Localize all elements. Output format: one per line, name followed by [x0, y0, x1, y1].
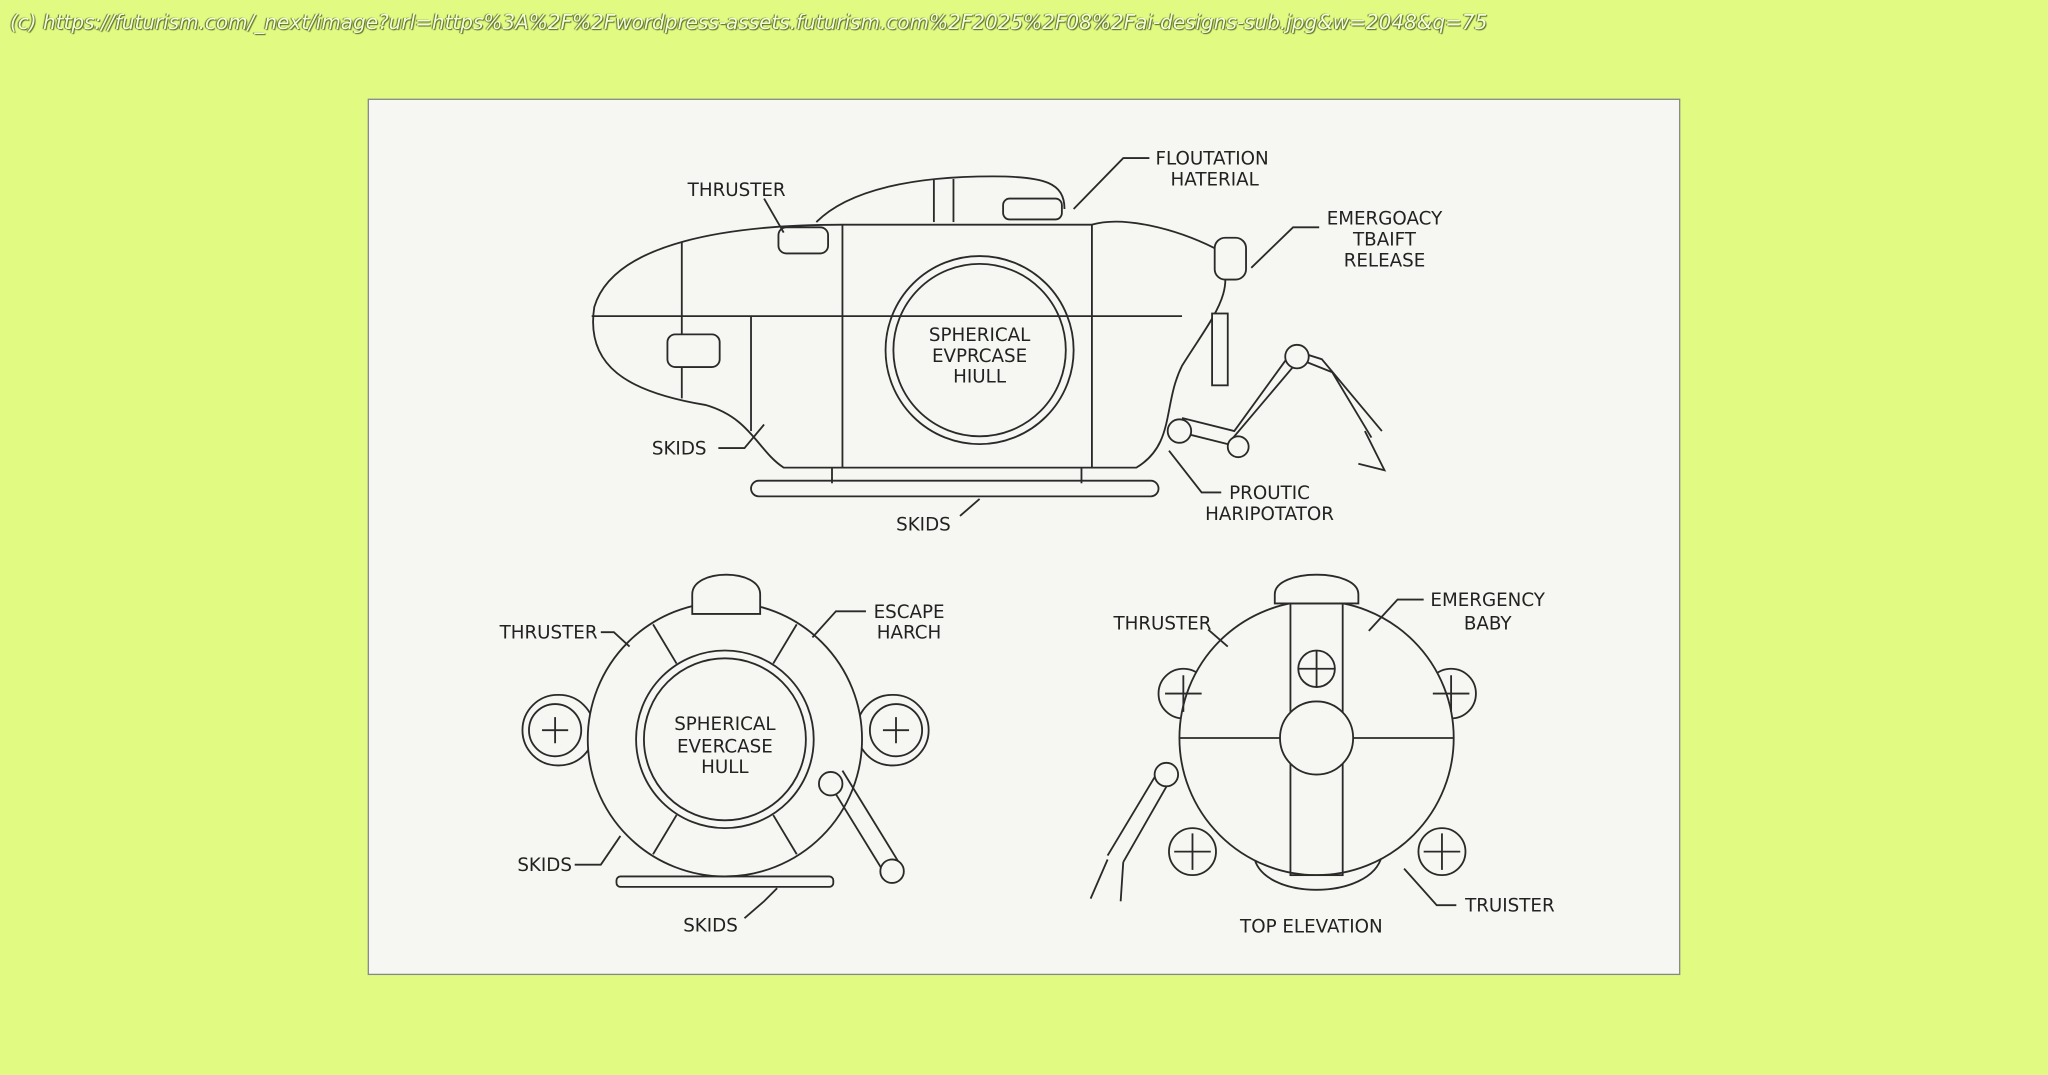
- label-hull-3: HIULL: [953, 367, 1007, 388]
- label-emergency: EMERGOACY: [1327, 209, 1443, 230]
- label-emergency: EMERGENCY: [1430, 590, 1545, 611]
- top-view: THRUSTER EMERGENCY BABY TOP ELEVATION TR…: [1089, 573, 1555, 938]
- label-floatation-2: HATERIAL: [1171, 170, 1260, 191]
- label-thruster: THRUSTER: [1112, 614, 1211, 635]
- label-emergency-2: BABY: [1464, 614, 1513, 635]
- label-hull: SPHERICAL: [674, 714, 776, 735]
- label-hull-2: EVPRCASE: [932, 346, 1027, 367]
- label-hatch: ESCAPE: [874, 602, 945, 623]
- source-caption: (c) https://futurism.com/_next/image?url…: [10, 10, 1488, 34]
- label-truister: TRUISTER: [1464, 896, 1555, 917]
- label-skids-bottom: SKIDS: [896, 514, 951, 535]
- label-hull: SPHERICAL: [929, 325, 1031, 346]
- label-manipulator-2: HARIPOTATOR: [1205, 504, 1334, 525]
- label-floatation: FLOUTATION: [1155, 149, 1268, 170]
- label-skids-bottom: SKIDS: [683, 915, 738, 936]
- label-top-elevation: TOP ELEVATION: [1239, 917, 1383, 938]
- label-emergency-2: TBAIFT: [1352, 230, 1417, 251]
- porthole: [884, 255, 1075, 446]
- label-skids: SKIDS: [652, 439, 707, 460]
- front-view: THRUSTER ESCAPE HARCH SPHERICAL EVERCASE…: [499, 573, 945, 936]
- label-emergency-3: RELEASE: [1344, 250, 1426, 271]
- label-hull-2: EVERCASE: [677, 736, 773, 757]
- skid: [750, 479, 1160, 498]
- label-hull-3: HULL: [701, 757, 749, 778]
- label-skids: SKIDS: [517, 855, 572, 876]
- label-thruster: THRUSTER: [499, 623, 598, 644]
- label-hatch-2: HARCH: [877, 623, 942, 644]
- label-thruster: THRUSTER: [687, 180, 786, 201]
- side-view: THRUSTER FLOUTATION HATERIAL EMERGOACY T…: [591, 149, 1443, 535]
- label-manipulator: PROUTIC: [1229, 483, 1310, 504]
